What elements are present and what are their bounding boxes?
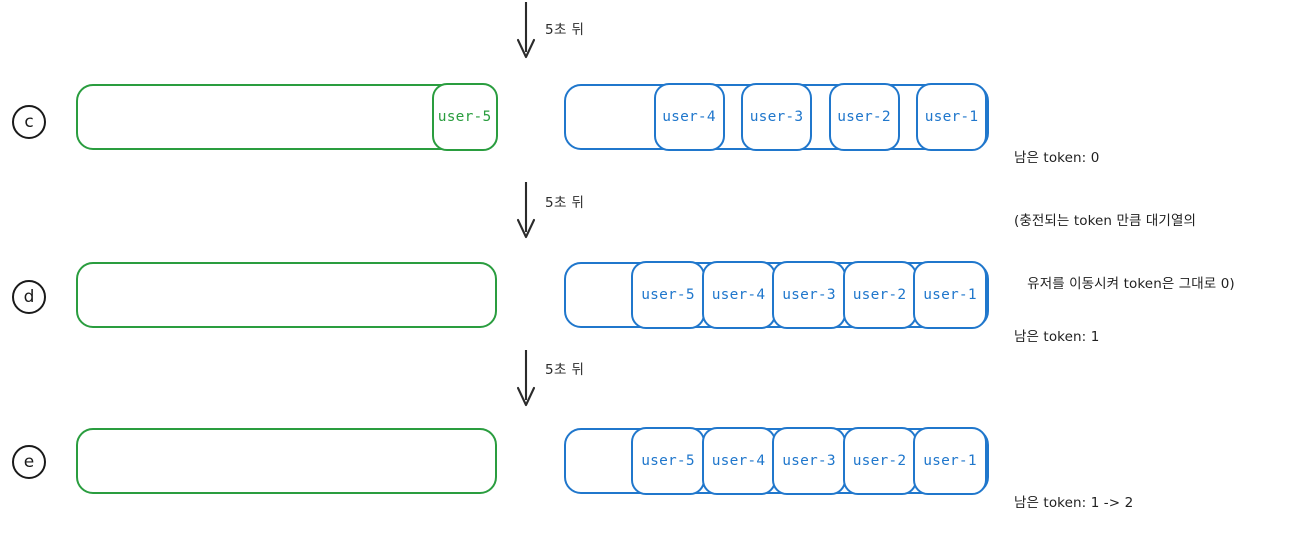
user-chip-label: user-2 <box>852 453 907 469</box>
user-chip-label: user-1 <box>923 453 977 469</box>
transition-arrow-2-label: 5초 뒤 <box>545 195 585 211</box>
user-chip-label: user-5 <box>641 453 695 469</box>
active-queue-e-slot-user-5: user-5 <box>631 427 705 495</box>
token-note-d: 남은 token: 1 <box>1014 285 1099 390</box>
user-chip-label: user-2 <box>852 287 907 303</box>
transition-arrow-3-label: 5초 뒤 <box>545 362 585 378</box>
user-chip-label: user-5 <box>641 287 695 303</box>
transition-arrow-2 <box>506 182 546 246</box>
row-label-c-text: c <box>24 112 34 132</box>
token-note-c: 남은 token: 0 (충전되는 token 만큼 대기열의 유저를 이동시켜… <box>1014 106 1235 337</box>
row-label-d: d <box>12 280 46 314</box>
active-queue-d-slot-user-4: user-4 <box>701 261 776 329</box>
transition-arrow-1-label: 5초 뒤 <box>545 22 585 38</box>
token-note-d-line-1: 남은 token: 1 <box>1014 329 1100 345</box>
waiting-queue-c: user-5 <box>76 83 498 151</box>
transition-arrow-3 <box>506 350 546 414</box>
user-chip-label: user-1 <box>924 109 979 125</box>
active-queue-c: user-4 user-3 user-2 user-1 <box>564 83 989 151</box>
active-queue-c-slot-user-3: user-3 <box>741 83 812 151</box>
user-chip-label: user-4 <box>711 287 766 303</box>
active-queue-c-slot-user-2: user-2 <box>828 83 900 151</box>
row-label-d-text: d <box>23 287 35 307</box>
active-queue-e: user-5 user-4 user-3 user-2 user-1 <box>564 427 989 495</box>
token-note-c-line-2: (충전되는 token 만큼 대기열의 <box>1014 213 1196 229</box>
active-queue-e-slot-user-1: user-1 <box>913 427 987 495</box>
row-label-e-text: e <box>23 452 35 472</box>
active-queue-d-slot-user-5: user-5 <box>631 261 705 329</box>
active-queue-e-slot-user-3: user-3 <box>772 427 846 495</box>
token-note-e-line-1: 남은 token: 1 -> 2 <box>1014 495 1134 511</box>
row-label-e: e <box>12 445 46 479</box>
row-label-c: c <box>12 105 46 139</box>
active-queue-d: user-5 user-4 user-3 user-2 user-1 <box>564 261 989 329</box>
active-queue-d-slot-user-1: user-1 <box>913 261 987 329</box>
token-note-c-line-1: 남은 token: 0 <box>1014 150 1100 166</box>
user-chip-label: user-4 <box>711 453 766 469</box>
token-note-c-line-3: 유저를 이동시켜 token은 그대로 0) <box>1014 276 1235 292</box>
user-chip-label: user-3 <box>782 287 836 303</box>
active-queue-d-slot-user-2: user-2 <box>842 261 917 329</box>
active-queue-c-slot-user-4: user-4 <box>653 83 725 151</box>
user-chip-label: user-3 <box>749 109 804 125</box>
waiting-queue-e <box>76 428 497 494</box>
active-queue-d-slot-user-3: user-3 <box>772 261 846 329</box>
waiting-queue-d <box>76 262 497 328</box>
user-chip-label: user-4 <box>662 109 716 125</box>
active-queue-c-slot-user-1: user-1 <box>916 83 987 151</box>
token-note-e: 남은 token: 1 -> 2 <box>1014 451 1133 556</box>
user-chip-label: user-1 <box>923 287 977 303</box>
user-chip-label: user-3 <box>782 453 836 469</box>
waiting-queue-c-slot-user-5: user-5 <box>431 83 498 151</box>
transition-arrow-1 <box>506 2 546 66</box>
active-queue-e-slot-user-2: user-2 <box>842 427 917 495</box>
user-chip-label: user-2 <box>837 109 891 125</box>
active-queue-e-slot-user-4: user-4 <box>701 427 776 495</box>
user-chip-label: user-5 <box>437 109 492 125</box>
diagram-canvas: 5초 뒤 c user-5 user-4 user-3 user-2 user-… <box>12 2 1235 511</box>
